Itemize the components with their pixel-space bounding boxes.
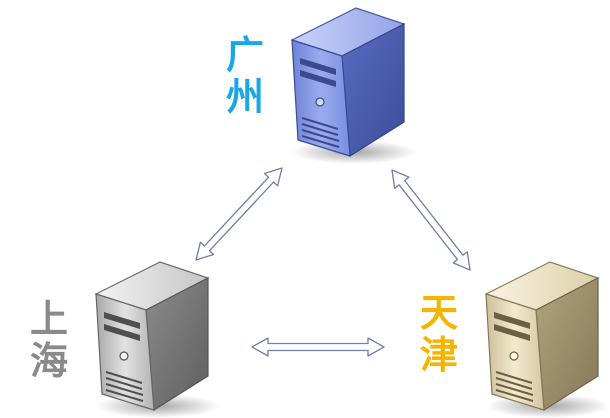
city-label-char: 海 (30, 339, 69, 383)
city-label-shanghai: 上 海 (30, 298, 68, 382)
drive-bay (494, 312, 530, 329)
power-led (119, 351, 129, 361)
server-tower-icon (484, 261, 610, 418)
power-led (315, 97, 325, 107)
double-headed-arrow-guangzhou-tianjin (391, 169, 471, 271)
double-headed-arrow-guangzhou-shanghai (195, 167, 283, 261)
city-label-char: 上 (30, 297, 69, 341)
city-label-char: 津 (420, 333, 459, 377)
city-label-char: 天 (420, 291, 459, 335)
vent-line (301, 117, 340, 148)
city-label-char: 州 (226, 75, 265, 119)
server-tower-icon (94, 261, 220, 418)
drive-bay (494, 324, 530, 341)
drive-bay (300, 58, 336, 75)
drive-bay (104, 312, 140, 329)
vent-line (105, 371, 144, 402)
city-label-tianjin: 天 津 (420, 292, 458, 376)
power-led (509, 351, 519, 361)
double-headed-arrow-shanghai-tianjin (251, 337, 385, 357)
city-label-char: 广 (226, 33, 265, 77)
city-label-guangzhou: 广 州 (226, 34, 264, 118)
server-tower-icon (290, 7, 416, 164)
drive-bay (300, 70, 336, 87)
vent-line (495, 371, 534, 402)
drive-bay (104, 324, 140, 341)
link-arrows (195, 167, 471, 357)
